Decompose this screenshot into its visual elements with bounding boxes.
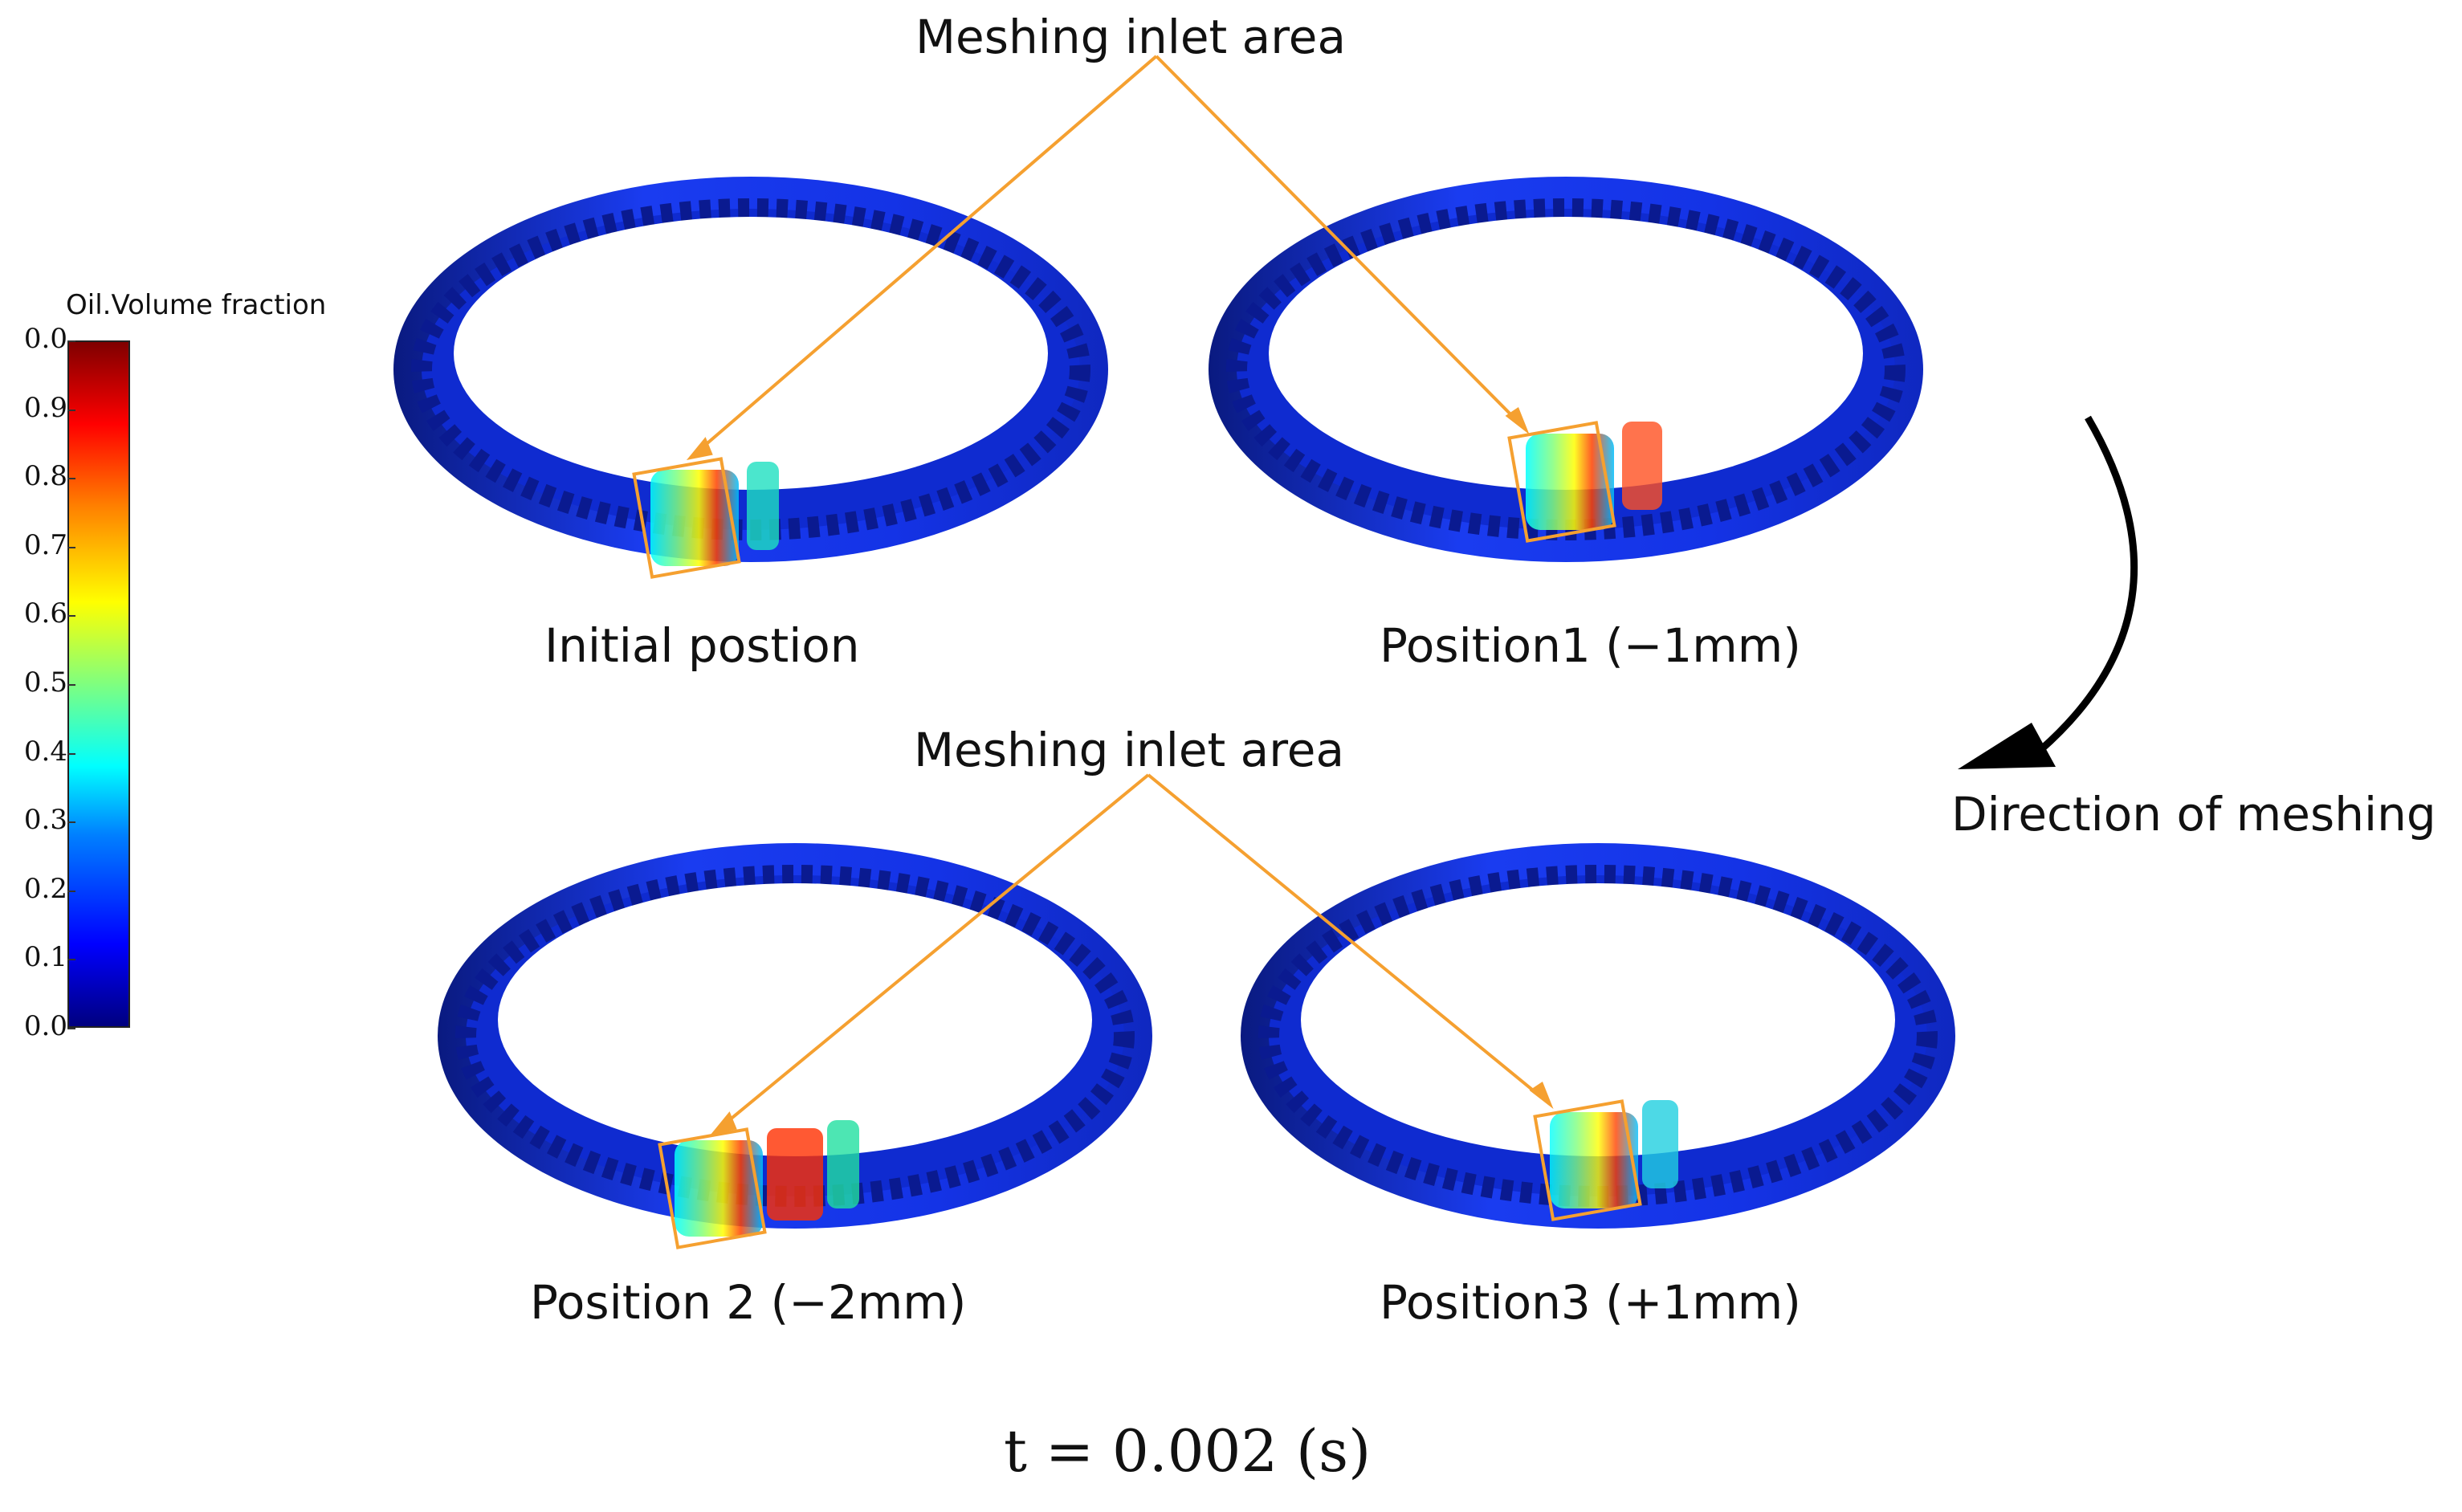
- colorbar-tick-mark: [67, 959, 75, 961]
- colorbar-tick-label: 0.3: [23, 804, 67, 837]
- colorbar-tick-mark: [67, 340, 75, 342]
- colorbar-tick-mark: [67, 752, 75, 755]
- gear-position-3: [1241, 843, 1955, 1229]
- time-label: t = 0.002 (s): [1004, 1417, 1372, 1485]
- panel-label-position-3: Position3 (+1mm): [1380, 1275, 1801, 1330]
- colorbar: [67, 340, 130, 1028]
- colorbar-tick-mark: [67, 1028, 75, 1029]
- meshing-inlet-label-bottom: Meshing inlet area: [914, 723, 1345, 777]
- colorbar-tick-mark: [67, 409, 75, 411]
- colorbar-tick-label: 0.5: [23, 666, 67, 699]
- callout-lines-bottom: [710, 773, 1554, 1135]
- colorbar-tick-label: 0.1: [23, 941, 67, 974]
- colorbar-tick-label: 0.4: [23, 735, 67, 768]
- colorbar-tick-label: 0.0: [23, 323, 67, 355]
- callout-lines-top: [686, 55, 1530, 461]
- meshing-inlet-label-top: Meshing inlet area: [915, 10, 1347, 64]
- gear-position-1: [1209, 177, 1923, 562]
- colorbar-tick-mark: [67, 546, 75, 548]
- colorbar-tick-label: 0.8: [23, 460, 67, 493]
- panel-label-initial: Initial postion: [544, 618, 860, 673]
- colorbar-tick-mark: [67, 684, 75, 686]
- colorbar-tick-label: 0.2: [23, 872, 67, 905]
- gear-initial-position: [393, 177, 1108, 579]
- panel-label-position-1: Position1 (−1mm): [1380, 618, 1801, 673]
- gear-position-2: [438, 843, 1152, 1249]
- colorbar-title: Oil.Volume fraction: [66, 289, 327, 321]
- colorbar-tick-label: 0.6: [23, 597, 67, 630]
- panel-label-position-2: Position 2 (−2mm): [530, 1275, 967, 1330]
- direction-label: Direction of meshing: [1951, 787, 2436, 842]
- direction-arrow: [1958, 415, 2138, 769]
- colorbar-tick-mark: [67, 821, 75, 824]
- colorbar-tick-mark: [67, 478, 75, 480]
- colorbar-tick-label: 0.9: [23, 391, 67, 424]
- colorbar-tick-label: 0.7: [23, 528, 67, 561]
- colorbar-tick-label: 0.0: [23, 1010, 67, 1042]
- colorbar-tick-mark: [67, 890, 75, 892]
- colorbar-tick-mark: [67, 615, 75, 617]
